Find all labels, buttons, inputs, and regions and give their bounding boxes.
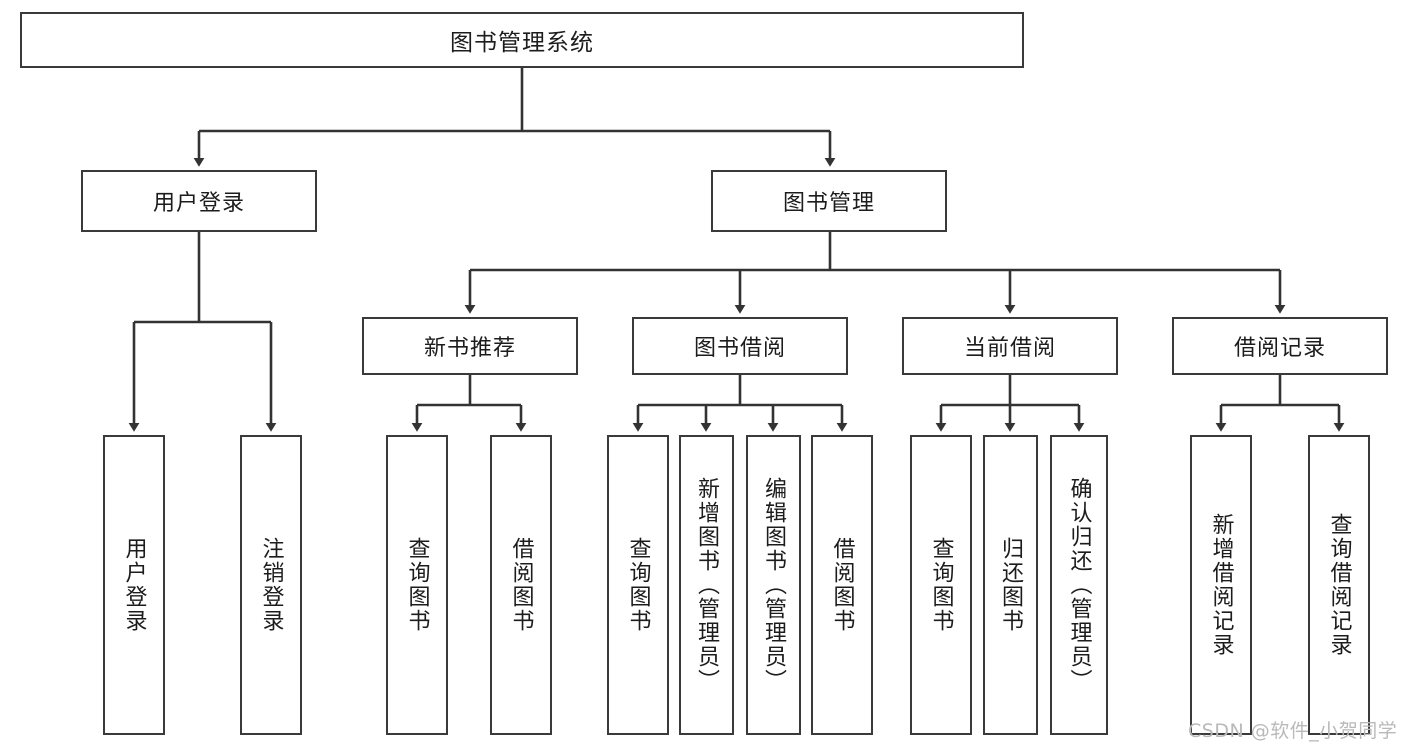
node-label: 查询图书 [928,537,954,633]
node-label: 新增借阅记录 [1208,513,1234,657]
node-label: 用户登录 [121,537,147,633]
node-label: 图书借阅 [693,336,786,361]
node-leaf-return-book[interactable]: 归还图书 [983,435,1038,735]
node-label: 新增图书（管理员） [694,477,720,693]
node-label: 查询借阅记录 [1326,513,1352,657]
node-leaf-add-book-admin[interactable]: 新增图书（管理员） [679,435,734,735]
node-borrow-record[interactable]: 借阅记录 [1172,317,1388,375]
node-label: 借阅图书 [829,537,855,633]
node-leaf-query-borrow-record[interactable]: 查询借阅记录 [1308,435,1370,735]
node-leaf-query-book-current[interactable]: 查询图书 [910,435,972,735]
node-leaf-query-book-recommend[interactable]: 查询图书 [386,435,448,735]
node-leaf-edit-book-admin[interactable]: 编辑图书（管理员） [746,435,801,735]
node-leaf-user-login[interactable]: 用户登录 [103,435,165,735]
node-leaf-add-borrow-record[interactable]: 新增借阅记录 [1190,435,1252,735]
node-label: 编辑图书（管理员） [761,477,787,693]
node-label: 用户登录 [152,191,245,216]
node-label: 查询图书 [404,537,430,633]
node-leaf-confirm-return-admin[interactable]: 确认归还（管理员） [1050,435,1108,735]
node-label: 注销登录 [258,537,284,633]
node-label: 确认归还（管理员） [1066,477,1092,693]
node-leaf-query-book-borrow[interactable]: 查询图书 [607,435,669,735]
node-leaf-user-logout[interactable]: 注销登录 [240,435,302,735]
node-label: 归还图书 [998,537,1024,633]
node-label: 新书推荐 [423,336,516,361]
node-label: 图书管理 [782,191,875,216]
node-label: 借阅图书 [508,537,534,633]
node-leaf-borrow-book-recommend[interactable]: 借阅图书 [490,435,552,735]
node-label: 借阅记录 [1233,336,1326,361]
node-label: 查询图书 [625,537,651,633]
node-label: 图书管理系统 [450,30,594,56]
node-book-management[interactable]: 图书管理 [711,170,947,232]
watermark-text: CSDN @软件_小贺同学 [1188,720,1398,742]
node-root-book-management-system[interactable]: 图书管理系统 [20,12,1024,68]
node-leaf-borrow-book-borrow[interactable]: 借阅图书 [811,435,873,735]
node-current-borrow[interactable]: 当前借阅 [902,317,1118,375]
node-book-borrow[interactable]: 图书借阅 [632,317,848,375]
node-user-login[interactable]: 用户登录 [81,170,317,232]
node-label: 当前借阅 [963,336,1056,361]
node-new-book-recommend[interactable]: 新书推荐 [362,317,578,375]
